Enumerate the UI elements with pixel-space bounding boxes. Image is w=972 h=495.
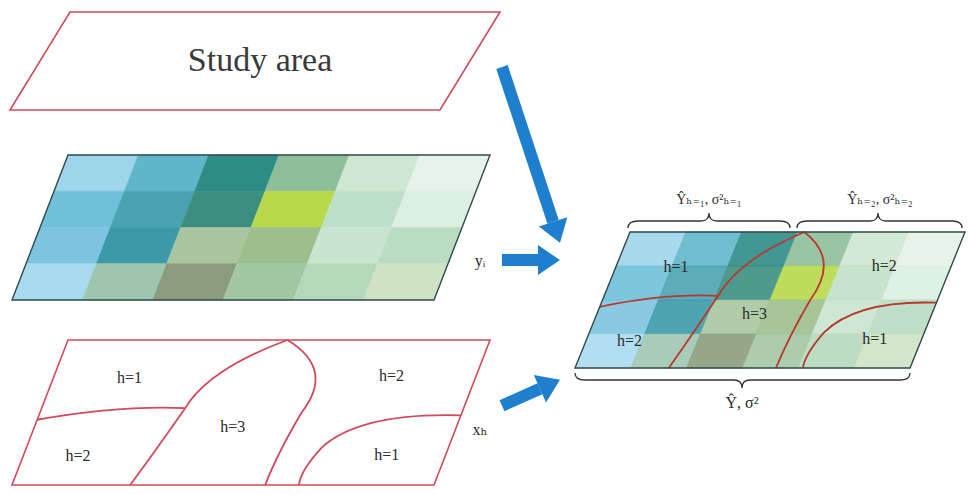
brace — [575, 373, 910, 388]
arrow-shaft — [496, 65, 559, 224]
stratum-label: h=3 — [220, 418, 245, 436]
flow-arrow — [496, 65, 567, 243]
stratum-label: h=2 — [379, 367, 404, 385]
grid-cell — [868, 300, 938, 334]
map-layer — [12, 155, 502, 301]
map-ground — [12, 155, 490, 300]
map-ground — [575, 232, 965, 368]
stratum-boundary — [299, 415, 461, 485]
stratum-label: h=1 — [374, 446, 399, 464]
stratum-label: h=3 — [742, 305, 767, 323]
map-label: yᵢ — [475, 252, 486, 270]
map-outline — [12, 155, 490, 300]
stratum-boundary — [803, 303, 937, 368]
stratum-label: h=1 — [663, 259, 688, 277]
stratum-label: h=2 — [66, 447, 91, 465]
stratum-boundary — [600, 295, 718, 306]
grid-cell — [110, 191, 194, 227]
grid-cell — [181, 191, 265, 227]
grid-cell — [293, 264, 377, 300]
map-outline — [12, 340, 490, 485]
grid-cell — [167, 228, 251, 264]
grid-cell — [251, 191, 335, 227]
flow-arrow — [500, 375, 560, 411]
arrow-shaft — [500, 383, 543, 411]
map-label: xₕ — [473, 421, 488, 439]
grid-cell — [237, 228, 321, 264]
grid-cell — [265, 155, 349, 191]
arrow-head — [539, 217, 567, 243]
map-outline — [10, 12, 500, 110]
stratum-estimate: Ŷₕ₌₂, σ²ₕ₌₂ — [847, 192, 913, 207]
grid-cell — [96, 228, 180, 264]
grid-cell — [223, 264, 307, 300]
arrow-head — [534, 375, 560, 402]
stratum-boundary — [776, 232, 824, 368]
grid-cell — [307, 228, 391, 264]
grid-cell — [195, 155, 279, 191]
map-node: xₕ h=1 h=2 h=3 h=2 h=1 — [12, 340, 502, 486]
map-outline — [575, 232, 965, 368]
stratum-label: h=2 — [617, 332, 642, 350]
map-node: yᵢ — [12, 155, 502, 301]
map-label: Study area — [188, 41, 332, 78]
brace — [797, 213, 962, 228]
grid-cell — [124, 155, 208, 191]
stratum-estimate: Ŷₕ₌₁, σ²ₕ₌₁ — [676, 192, 742, 207]
map-node: Ŷ, σ² h=1 h=2 h=3 h=2 h=1 — [560, 228, 970, 413]
stratum-label: h=2 — [872, 257, 897, 275]
brace — [628, 213, 790, 228]
grid-cell — [82, 264, 166, 300]
arrow-shaft — [502, 254, 538, 266]
grid-cell — [335, 155, 419, 191]
grid-cell — [895, 232, 965, 266]
stratum-boundary — [37, 408, 185, 420]
stratum-boundary — [130, 340, 287, 485]
map-ground — [12, 340, 490, 485]
stratum-boundary — [669, 232, 804, 368]
flow-arrow — [502, 245, 560, 275]
stratum-label: h=1 — [117, 369, 142, 387]
map-label: Ŷ, σ² — [726, 394, 759, 412]
stratum-label: h=1 — [862, 331, 887, 349]
arrow-head — [538, 245, 560, 275]
map-ground — [10, 12, 500, 110]
grid-cell — [153, 264, 237, 300]
map-node: Study area — [10, 12, 502, 112]
grid-cell — [321, 191, 405, 227]
